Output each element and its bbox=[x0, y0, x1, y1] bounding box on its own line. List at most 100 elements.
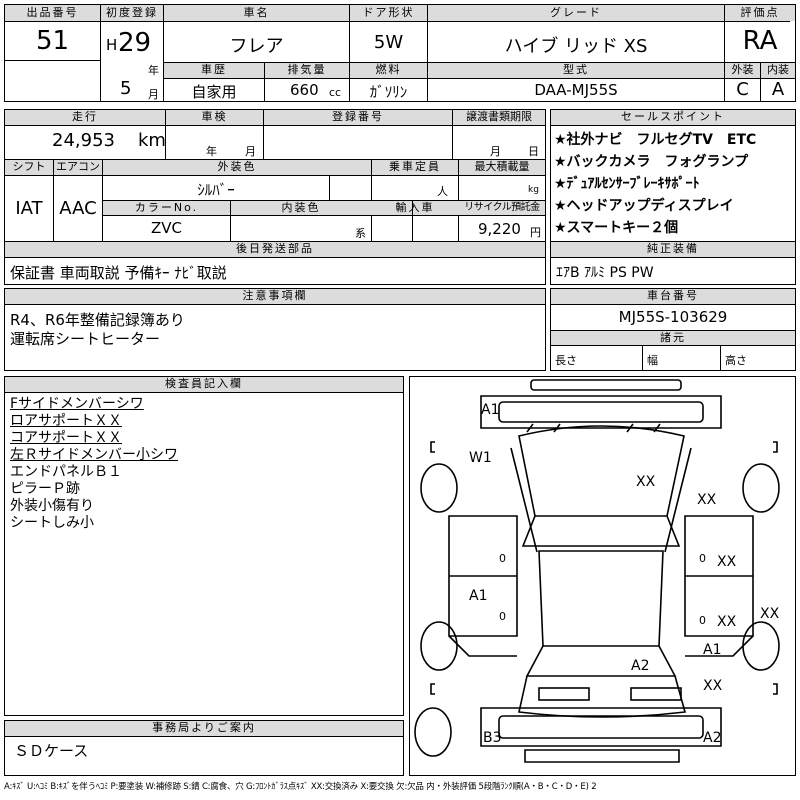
first-reg-year: 29 bbox=[118, 28, 152, 58]
shift: IAT bbox=[15, 198, 43, 219]
month-unit: 月 bbox=[148, 88, 159, 101]
inspector-note: エンドパネルＢ１ bbox=[10, 464, 122, 480]
model: DAA-MJ55S bbox=[534, 81, 618, 99]
transfer-day-unit: 日 bbox=[528, 145, 539, 158]
fuel: ｶﾞｿﾘﾝ bbox=[369, 83, 408, 101]
mark-a1-top: A1 bbox=[481, 402, 499, 418]
sales-points-label: セールスポイント bbox=[621, 110, 725, 123]
load-unit: kg bbox=[528, 185, 539, 195]
displacement: 660 bbox=[290, 81, 319, 99]
sales-point: ★ヘッドアップディスプレイ bbox=[554, 198, 734, 214]
color: ｼﾙﾊﾞｰ bbox=[197, 181, 235, 199]
mark-xx-right-front: XX bbox=[697, 492, 717, 508]
history: 自家用 bbox=[191, 83, 237, 101]
transfer-label: 譲渡書類期限 bbox=[466, 110, 532, 123]
inspector-note: シートしみ小 bbox=[10, 515, 94, 531]
plate-label: 登録番号 bbox=[332, 110, 384, 123]
ac: AAC bbox=[59, 198, 97, 219]
mark-zero: 0 bbox=[499, 552, 506, 565]
interior-color-label: 内装色 bbox=[281, 201, 321, 214]
mark-xx-right-rear: XX bbox=[703, 678, 723, 694]
displacement-unit: cc bbox=[329, 86, 342, 99]
legend-footer: A:ｷｽﾞ U:ﾍｺﾐ B:ｷｽﾞを伴うﾍｺﾐ P:要塗装 W:補修跡 S:錆 … bbox=[4, 782, 597, 792]
mark-xx-roof: XX bbox=[636, 474, 656, 490]
capacity-label: 乗車定員 bbox=[389, 160, 441, 173]
inspector-note: 左Ｒサイドメンバー小シワ bbox=[10, 447, 178, 463]
later-parts-label: 後日発送部品 bbox=[236, 242, 314, 255]
first-reg-month: 5 bbox=[120, 78, 132, 99]
color-no: ZVC bbox=[150, 219, 182, 237]
mileage-unit: km bbox=[138, 130, 166, 151]
note-line: 運転席シートヒーター bbox=[10, 330, 161, 348]
exterior-grade: C bbox=[736, 79, 749, 100]
inspector-note: Fサイドメンバーシワ bbox=[10, 396, 144, 412]
note-line: R4、R6年整備記録簿あり bbox=[10, 311, 185, 329]
car-damage-diagram: A1 W1 XX XX XX XX XX A1 A2 A1 XX B3 A2 0… bbox=[414, 379, 780, 763]
inspector-notes: Fサイドメンバーシワ ロアサポートＸＸ コアサポートＸＸ 左Ｒサイドメンバー小シ… bbox=[10, 396, 178, 532]
car-name: フレア bbox=[229, 36, 284, 57]
mark-zero: 0 bbox=[499, 610, 506, 623]
lot-no-label: 出品番号 bbox=[26, 6, 79, 19]
car-name-label: 車名 bbox=[243, 6, 270, 19]
length-label: 長さ bbox=[555, 354, 577, 367]
sales-point: ★社外ナビ フルセグTV ETC bbox=[554, 132, 757, 148]
mark-w1: W1 bbox=[469, 450, 492, 466]
sales-point: ★バックカメラ フォグランプ bbox=[554, 154, 749, 170]
interior-color-unit: 系 bbox=[355, 227, 366, 240]
mark-a2-center: A2 bbox=[631, 658, 649, 674]
sales-point: ★ﾃﾞｭｱﾙｾﾝｻｰﾌﾞﾚｰｷｻﾎﾟｰﾄ bbox=[554, 176, 700, 192]
interior-label: 内装 bbox=[767, 63, 789, 76]
score-label: 評価点 bbox=[740, 6, 780, 19]
inspector-note: 外装小傷有り bbox=[10, 498, 94, 514]
inspector-box bbox=[4, 376, 404, 716]
mark-a2-bottom: A2 bbox=[703, 730, 721, 746]
era: H bbox=[106, 36, 118, 54]
office-label: 事務局よりご案内 bbox=[152, 721, 256, 734]
notes-label: 注意事項欄 bbox=[242, 289, 308, 302]
chassis-label: 車台番号 bbox=[647, 289, 699, 302]
chassis-number: MJ55S-103629 bbox=[618, 308, 728, 326]
mileage: 24,953 bbox=[52, 130, 115, 151]
load-label: 最大積載量 bbox=[474, 160, 530, 173]
mark-a1-left: A1 bbox=[469, 588, 487, 604]
score: RA bbox=[742, 26, 778, 56]
first-reg-label: 初度登録 bbox=[106, 6, 158, 19]
exterior-label: 外装 bbox=[731, 63, 754, 76]
shift-label: シフト bbox=[12, 160, 46, 173]
mark-zero: 0 bbox=[699, 614, 706, 627]
fuel-label: 燃料 bbox=[375, 63, 402, 76]
chassis-box bbox=[550, 288, 796, 371]
inspection-year-unit: 年 bbox=[206, 145, 217, 158]
height-label: 高さ bbox=[725, 354, 747, 367]
office-box bbox=[4, 720, 404, 776]
office-note: ＳＤケース bbox=[14, 742, 89, 760]
displacement-label: 排気量 bbox=[287, 63, 327, 76]
sales-points-box bbox=[550, 109, 796, 285]
header-table bbox=[4, 4, 796, 102]
door-label: ドア形状 bbox=[362, 6, 415, 19]
mark-xx-right-door2: XX bbox=[717, 614, 737, 630]
lot-no-header bbox=[5, 5, 100, 21]
mark-xx-right-edge: XX bbox=[760, 606, 780, 622]
model-label: 型式 bbox=[563, 63, 589, 76]
grade: ハイブ リッド XS bbox=[504, 36, 648, 57]
inspection-month-unit: 月 bbox=[245, 145, 256, 158]
recycle-fee: 9,220 bbox=[478, 220, 521, 238]
damage-diagram-box bbox=[409, 376, 796, 776]
transfer-month-unit: 月 bbox=[490, 145, 501, 158]
equipment: ｴｱB ｱﾙﾐ PS PW bbox=[556, 265, 654, 281]
mark-zero: 0 bbox=[699, 552, 706, 565]
details-table bbox=[4, 109, 546, 285]
dims-label: 諸元 bbox=[660, 331, 686, 344]
sales-points-list: ★社外ナビ フルセグTV ETC ★バックカメラ フォグランプ ★ﾃﾞｭｱﾙｾﾝ… bbox=[554, 129, 794, 239]
door-type: 5W bbox=[373, 32, 404, 53]
inspector-note: ロアサポートＸＸ bbox=[10, 413, 122, 429]
ac-label: エアコン bbox=[56, 160, 100, 173]
recycle-label: リサイクル預託金 bbox=[464, 202, 540, 213]
width-label: 幅 bbox=[647, 354, 658, 367]
mark-xx-right-door1: XX bbox=[717, 554, 737, 570]
interior-grade: A bbox=[771, 79, 785, 100]
mark-b3: B3 bbox=[483, 730, 502, 746]
history-label: 車歴 bbox=[201, 63, 227, 76]
inspector-note: コアサポートＸＸ bbox=[10, 430, 122, 446]
